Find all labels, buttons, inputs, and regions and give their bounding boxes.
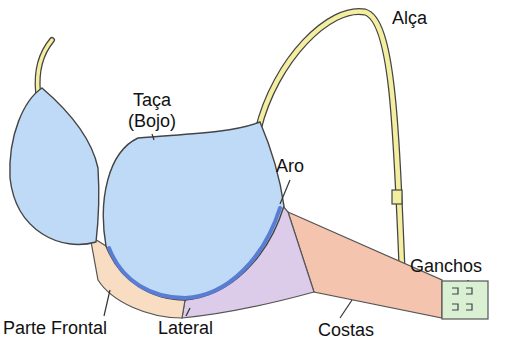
hook-tab (442, 281, 488, 319)
underwire (109, 208, 280, 298)
left-strap (38, 40, 52, 92)
part-label: Parte Frontal (3, 318, 107, 339)
part-label: Ganchos (410, 256, 482, 277)
strap-slider (392, 190, 402, 204)
leader-lines (104, 134, 468, 318)
right-cup (103, 122, 284, 300)
part-label: Aro (276, 156, 304, 177)
part-label: Lateral (158, 318, 213, 339)
part-label: Alça (392, 8, 427, 29)
hooks (452, 288, 472, 310)
left-cup (10, 88, 99, 244)
part-label: Costas (318, 320, 374, 341)
part-label: Taça (Bojo) (118, 90, 186, 132)
left-strap-fill (38, 40, 52, 92)
